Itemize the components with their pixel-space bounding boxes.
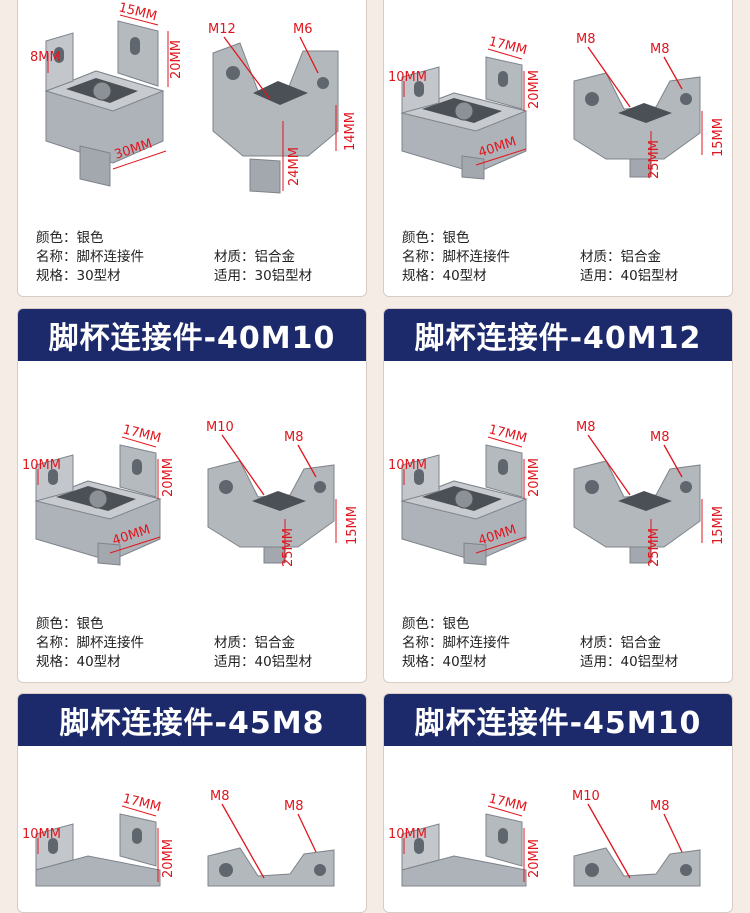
dim-label: M12 bbox=[208, 22, 236, 37]
dim-label: 14MM bbox=[343, 112, 358, 151]
right-part bbox=[207, 847, 335, 887]
right-dimensions: M10 M8 15MM 25MM bbox=[206, 420, 360, 567]
product-card-45m8: 脚杯连接件-45M8 10MM 17MM 20MM bbox=[17, 693, 367, 913]
product-figure: 8MM 15MM 20MM 30MM M12 M6 14MM bbox=[18, 0, 366, 231]
left-part bbox=[400, 56, 528, 180]
right-part bbox=[207, 460, 335, 564]
right-part bbox=[573, 460, 701, 564]
product-figure: 10MM 17MM 20MM 40MM M10 M8 15MM 25M bbox=[18, 361, 366, 601]
spec-material: 材质：铝合金 bbox=[214, 249, 295, 265]
dim-label: M6 bbox=[293, 22, 313, 37]
dim-label: 25MM bbox=[647, 140, 662, 179]
product-card-40m12: 脚杯连接件-40M12 10MM 17MM 20MM bbox=[383, 308, 733, 683]
dim-label: M10 bbox=[206, 420, 234, 435]
dim-label: 8MM bbox=[30, 50, 61, 65]
left-part bbox=[35, 813, 161, 887]
left-part bbox=[401, 813, 527, 887]
dim-label: M8 bbox=[650, 430, 670, 445]
left-part bbox=[400, 444, 528, 566]
dim-label: 24MM bbox=[287, 147, 302, 186]
right-dimensions: M8 M8 15MM 25MM bbox=[576, 32, 726, 179]
product-figure: 10MM 17MM 20MM 40MM M8 M8 15MM 25MM bbox=[384, 361, 732, 601]
spec-material: 材质：铝合金 bbox=[580, 249, 661, 265]
dim-label: 10MM bbox=[388, 827, 427, 842]
card-title: 脚杯连接件-45M10 bbox=[384, 694, 732, 746]
dim-label: M8 bbox=[284, 430, 304, 445]
product-figure: 10MM 17MM 20MM M10 M8 bbox=[384, 746, 732, 912]
spec-name: 名称：脚杯连接件 bbox=[402, 635, 510, 651]
spec-color: 颜色：银色 bbox=[36, 230, 104, 246]
product-figure: 10MM 17MM 20MM 40MM M8 M8 15MM 25MM bbox=[384, 0, 732, 231]
product-drawing: 8MM 15MM 20MM 30MM M12 M6 14MM bbox=[30, 0, 358, 194]
dim-label: 15MM bbox=[711, 118, 726, 157]
dim-label: 25MM bbox=[281, 528, 296, 567]
spec-name: 名称：脚杯连接件 bbox=[36, 635, 144, 651]
dim-label: 15MM bbox=[711, 506, 726, 545]
left-part bbox=[34, 444, 162, 566]
dim-label: 20MM bbox=[527, 458, 542, 497]
right-part bbox=[573, 847, 701, 887]
dim-label: M8 bbox=[650, 42, 670, 57]
dim-label: 20MM bbox=[169, 40, 184, 79]
spec-fit: 适用：40铝型材 bbox=[580, 654, 679, 670]
product-drawing: 10MM 17MM 20MM M8 M8 bbox=[22, 789, 335, 887]
spec-list: 颜色：银色 名称：脚杯连接件 材质：铝合金 规格：30型材 适用：30铝型材 bbox=[36, 229, 356, 286]
right-dimensions: M10 M8 bbox=[572, 789, 683, 879]
dim-label: M8 bbox=[576, 32, 596, 47]
spec-list: 颜色：银色 名称：脚杯连接件 材质：铝合金 规格：40型材 适用：40铝型材 bbox=[402, 229, 722, 286]
left-part bbox=[44, 20, 165, 187]
product-drawing: 10MM 17MM 20MM 40MM M8 M8 15MM 25MM bbox=[388, 32, 726, 180]
dim-label: 20MM bbox=[161, 458, 176, 497]
spec-size: 规格：40型材 bbox=[402, 654, 487, 670]
right-dimensions: M12 M6 14MM 24MM bbox=[208, 22, 358, 191]
card-title: 脚杯连接件-45M8 bbox=[18, 694, 366, 746]
dim-label: 20MM bbox=[527, 839, 542, 878]
spec-fit: 适用：40铝型材 bbox=[214, 654, 313, 670]
right-dimensions: M8 M8 bbox=[210, 789, 317, 879]
product-drawing: 10MM 17MM 20MM M10 M8 bbox=[388, 789, 701, 887]
dim-label: 15MM bbox=[345, 506, 360, 545]
card-title: 脚杯连接件-40M12 bbox=[384, 309, 732, 361]
spec-size: 规格：30型材 bbox=[36, 268, 121, 284]
dim-label: M8 bbox=[576, 420, 596, 435]
spec-name: 名称：脚杯连接件 bbox=[402, 249, 510, 265]
dim-label: 20MM bbox=[527, 70, 542, 109]
right-part bbox=[212, 42, 339, 194]
spec-name: 名称：脚杯连接件 bbox=[36, 249, 144, 265]
product-figure: 10MM 17MM 20MM M8 M8 bbox=[18, 746, 366, 912]
right-dimensions: M8 M8 15MM 25MM bbox=[576, 420, 726, 567]
dim-label: M8 bbox=[210, 789, 230, 804]
product-drawing: 10MM 17MM 20MM 40MM M8 M8 15MM 25MM bbox=[388, 420, 726, 567]
spec-color: 颜色：银色 bbox=[36, 616, 104, 632]
dim-label: 10MM bbox=[388, 458, 427, 473]
product-card-45m10: 脚杯连接件-45M10 10MM 17MM 20MM bbox=[383, 693, 733, 913]
spec-size: 规格：40型材 bbox=[402, 268, 487, 284]
spec-fit: 适用：40铝型材 bbox=[580, 268, 679, 284]
spec-fit: 适用：30铝型材 bbox=[214, 268, 313, 284]
dim-label: 10MM bbox=[22, 458, 61, 473]
spec-list: 颜色：银色 名称：脚杯连接件 材质：铝合金 规格：40型材 适用：40铝型材 bbox=[402, 615, 722, 672]
dim-label: 25MM bbox=[647, 528, 662, 567]
spec-color: 颜色：银色 bbox=[402, 616, 470, 632]
dim-label: M8 bbox=[284, 799, 304, 814]
dim-label: 20MM bbox=[161, 839, 176, 878]
product-card-40: 10MM 17MM 20MM 40MM M8 M8 15MM 25MM bbox=[383, 0, 733, 297]
dim-label: 15MM bbox=[117, 0, 158, 24]
spec-material: 材质：铝合金 bbox=[214, 635, 295, 651]
spec-material: 材质：铝合金 bbox=[580, 635, 661, 651]
spec-size: 规格：40型材 bbox=[36, 654, 121, 670]
dim-label: 10MM bbox=[22, 827, 61, 842]
right-part bbox=[573, 72, 701, 178]
spec-color: 颜色：银色 bbox=[402, 230, 470, 246]
dim-label: M10 bbox=[572, 789, 600, 804]
spec-list: 颜色：银色 名称：脚杯连接件 材质：铝合金 规格：40型材 适用：40铝型材 bbox=[36, 615, 356, 672]
card-title: 脚杯连接件-40M10 bbox=[18, 309, 366, 361]
product-card-30: 8MM 15MM 20MM 30MM M12 M6 14MM bbox=[17, 0, 367, 297]
product-drawing: 10MM 17MM 20MM 40MM M10 M8 15MM 25M bbox=[22, 420, 360, 567]
dim-label: M8 bbox=[650, 799, 670, 814]
dim-label: 10MM bbox=[388, 70, 427, 85]
product-card-40m10: 脚杯连接件-40M10 10MM 17MM 20MM bbox=[17, 308, 367, 683]
